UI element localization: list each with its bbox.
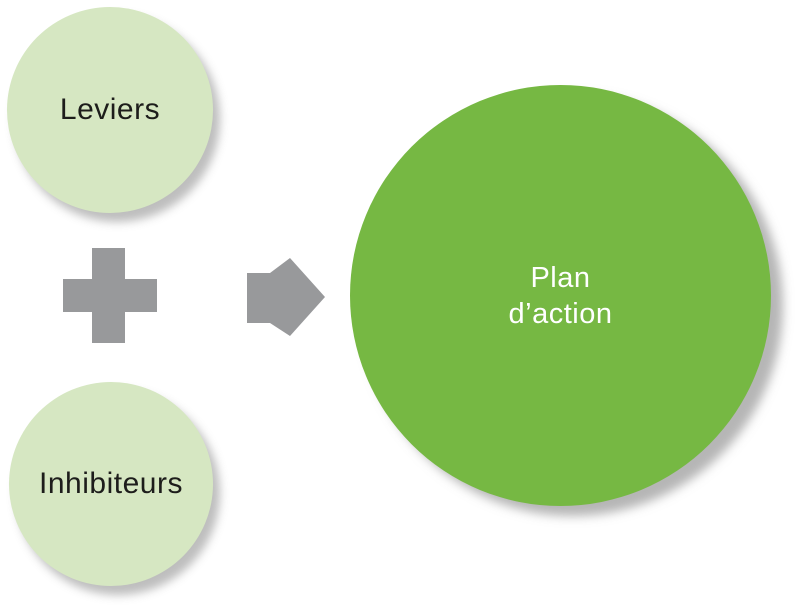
plus-icon	[63, 248, 157, 343]
leviers-circle: Leviers	[7, 7, 213, 213]
inhibiteurs-circle: Inhibiteurs	[9, 382, 213, 586]
plan-action-label-line1: Plan	[530, 261, 591, 294]
plan-action-label-line2: d’action	[508, 297, 613, 330]
leviers-label: Leviers	[59, 93, 161, 126]
plan-action-circle: Plan d’action	[350, 85, 771, 506]
inhibiteurs-label: Inhibiteurs	[39, 467, 183, 500]
arrow-right-icon	[247, 258, 325, 336]
